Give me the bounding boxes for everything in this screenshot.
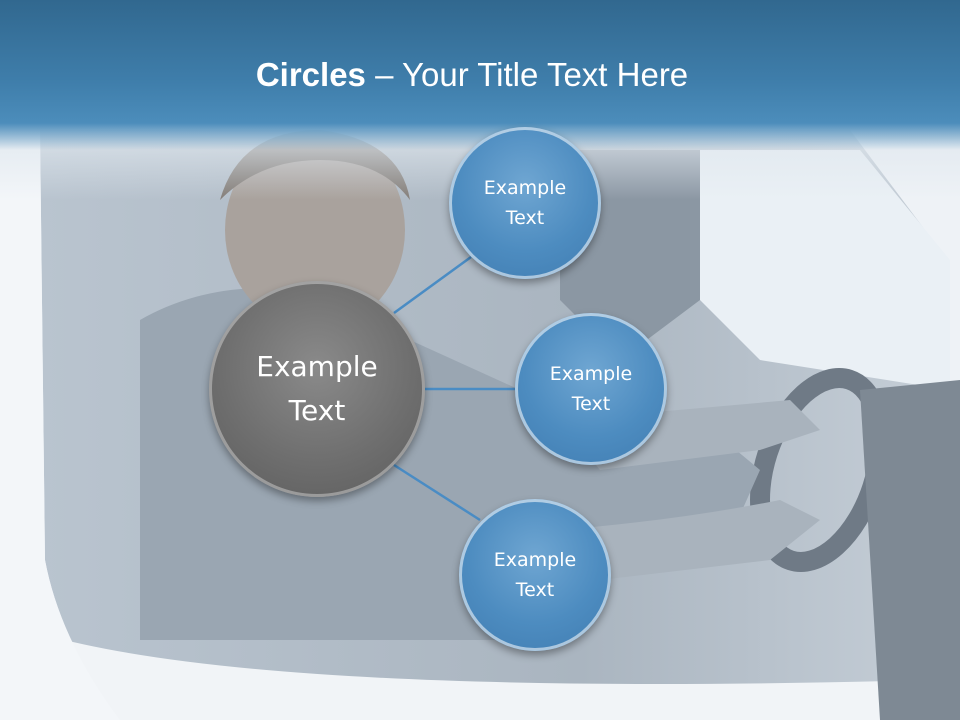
satellite-circle-middle: Example Text [515, 313, 667, 465]
satellite-top-line2: Text [505, 207, 545, 229]
connector-top [393, 255, 472, 315]
satellite-middle-line2: Text [571, 393, 611, 415]
satellite-circle-bottom: Example Text [459, 499, 611, 651]
center-circle-line1: Example [256, 350, 378, 383]
title-bold: Circles [255, 56, 366, 93]
title-bar [0, 0, 960, 150]
center-circle-line2: Text [288, 394, 346, 427]
center-circle: Example Text [209, 281, 425, 497]
satellite-circle-top: Example Text [449, 127, 601, 279]
connector-bottom [393, 463, 481, 522]
slide-title: Circles – Your Title Text Here [0, 52, 944, 98]
satellite-top-line1: Example [483, 177, 567, 199]
title-rest: – Your Title Text Here [365, 56, 689, 93]
satellite-middle-line1: Example [549, 363, 633, 385]
satellite-bottom-line2: Text [515, 579, 555, 601]
satellite-bottom-line1: Example [493, 549, 577, 571]
